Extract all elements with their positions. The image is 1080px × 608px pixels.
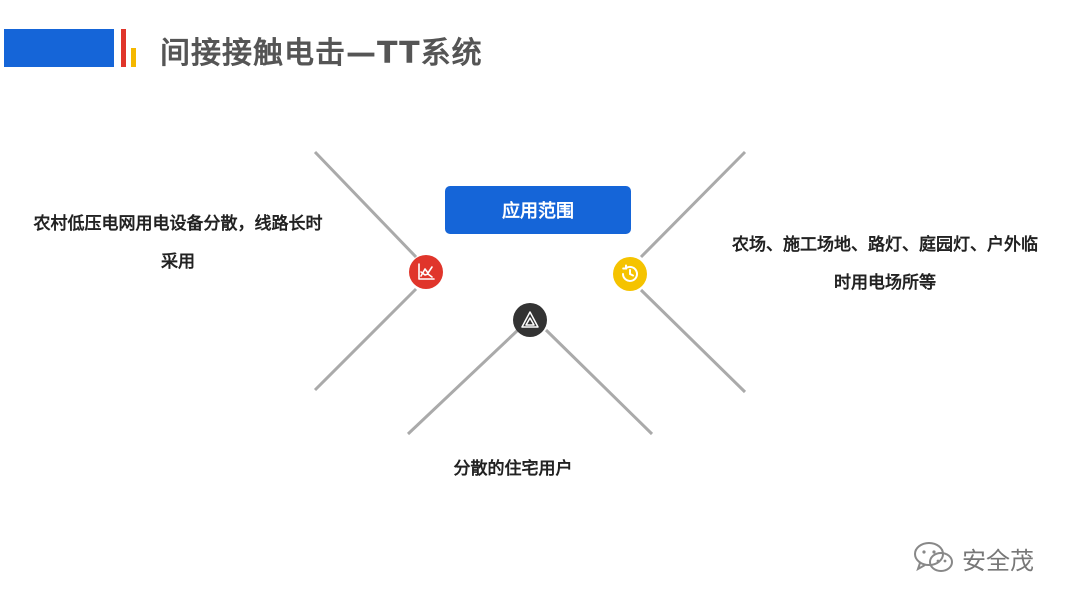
wechat-icon <box>914 542 953 572</box>
line-bottom-right <box>544 328 654 436</box>
scope-button[interactable]: 应用范围 <box>445 186 631 234</box>
title-accent-bar <box>4 29 114 67</box>
chart-icon <box>409 255 443 289</box>
clock-icon <box>613 257 647 291</box>
line-lower-left <box>313 287 418 392</box>
title-stripe-yellow <box>131 48 136 67</box>
title-stripe-red <box>121 29 126 67</box>
item-text-right: 农场、施工场地、路灯、庭园灯、户外临时用电场所等 <box>732 235 1038 293</box>
watermark-text: 安全茂 <box>962 546 1034 575</box>
watermark: 安全茂 <box>912 540 1034 576</box>
line-lower-right <box>639 288 747 394</box>
line-bottom-left <box>406 328 520 436</box>
item-text-bottom: 分散的住宅用户 <box>453 459 573 479</box>
item-text-left: 农村低压电网用电设备分散，线路长时采用 <box>33 214 323 272</box>
line-upper-left <box>313 150 418 259</box>
page-title: 间接接触电击—TT系统 <box>160 36 483 71</box>
triangle-icon <box>513 303 547 337</box>
line-upper-right <box>639 150 747 259</box>
